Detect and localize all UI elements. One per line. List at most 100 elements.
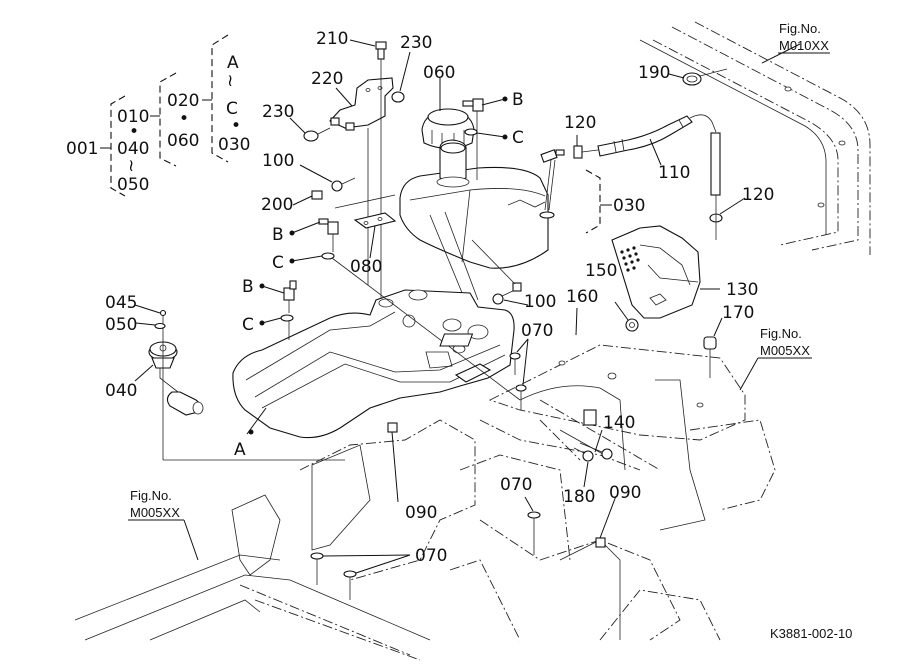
- vent-grille: [620, 246, 640, 272]
- reference-letters: B C B C B C A: [234, 90, 524, 460]
- tree-sep: •: [129, 122, 139, 142]
- ref-letter-c: C: [272, 253, 284, 273]
- tree-sep: •: [231, 116, 241, 136]
- callout-090[interactable]: 090: [405, 503, 437, 523]
- ref-letter-a: A: [234, 440, 246, 460]
- part-washer-c1[interactable]: [464, 128, 478, 136]
- part-fitting-b2[interactable]: [318, 218, 339, 252]
- tree-item-060: 060: [167, 131, 199, 151]
- callout-150[interactable]: 150: [585, 261, 617, 281]
- part-bracket-220[interactable]: [329, 77, 394, 131]
- part-fitting-b3[interactable]: [283, 280, 297, 313]
- callout-120[interactable]: 120: [742, 185, 774, 205]
- part-clamp-120b[interactable]: [709, 195, 723, 240]
- part-nut-150[interactable]: [625, 318, 639, 332]
- callout-220[interactable]: 220: [311, 69, 343, 89]
- callout-120[interactable]: 120: [564, 113, 596, 133]
- callout-045[interactable]: 045: [105, 293, 137, 313]
- callout-160[interactable]: 160: [566, 287, 598, 307]
- tree-bracket-1: [110, 95, 126, 197]
- ref-letter-c: C: [512, 128, 524, 148]
- part-clip-070[interactable]: [310, 352, 541, 600]
- figure-ref-m005xx-left[interactable]: Fig.No. M005XX: [130, 488, 180, 520]
- part-sender-040[interactable]: [148, 341, 204, 416]
- fig-ref-code[interactable]: M005XX: [760, 343, 810, 358]
- part-bolt-210[interactable]: [375, 41, 387, 330]
- callout-180[interactable]: 180: [563, 487, 595, 507]
- drawing-code: K3881-002-10: [770, 626, 852, 641]
- callout-070[interactable]: 070: [415, 546, 447, 566]
- part-fastener-170[interactable]: [703, 336, 717, 378]
- tree-root: 001: [66, 139, 98, 159]
- fig-ref-code[interactable]: M005XX: [130, 505, 180, 520]
- ref-letter-b: B: [512, 90, 524, 110]
- part-hose-110[interactable]: [597, 114, 717, 157]
- tree-item-020: 020: [167, 91, 199, 111]
- ref-letter-c: C: [242, 315, 254, 335]
- callout-100[interactable]: 100: [524, 292, 556, 312]
- part-cover-130[interactable]: [611, 225, 701, 319]
- block: [583, 409, 597, 426]
- tree-item-010: 010: [117, 107, 149, 127]
- part-nut-200[interactable]: [311, 190, 323, 200]
- callout-080[interactable]: 080: [350, 257, 382, 277]
- part-bracket-080[interactable]: [353, 212, 397, 229]
- part-clamp-230a[interactable]: [391, 91, 405, 103]
- part-gasket-050[interactable]: [154, 322, 166, 330]
- fig-ref-title: Fig.No.: [779, 21, 821, 36]
- part-upper-fuel-tank[interactable]: [399, 139, 549, 331]
- callout-060[interactable]: 060: [423, 63, 455, 83]
- fig-ref-code[interactable]: M010XX: [779, 38, 829, 53]
- fig-ref-title: Fig.No.: [760, 326, 802, 341]
- callout-230[interactable]: 230: [262, 102, 294, 122]
- part-pad-160[interactable]: [439, 333, 474, 347]
- callout-040[interactable]: 040: [105, 381, 137, 401]
- part-bolt-180[interactable]: [573, 447, 594, 462]
- figure-ref-m010xx[interactable]: Fig.No. M010XX: [778, 21, 830, 54]
- part-cap-060[interactable]: [421, 108, 475, 150]
- callout-230[interactable]: 230: [400, 33, 432, 53]
- chassis-side-frames: [231, 419, 721, 641]
- tree-item-030: 030: [218, 135, 250, 155]
- callout-100[interactable]: 100: [262, 151, 294, 171]
- tree-item-c: C: [226, 99, 238, 119]
- drain-cock-bracket: [585, 169, 601, 234]
- tree-sep: ≀: [128, 156, 134, 176]
- chassis-base-frame: [74, 554, 431, 661]
- callout-190[interactable]: 190: [638, 63, 670, 83]
- callout-140[interactable]: 140: [603, 413, 635, 433]
- callout-200[interactable]: 200: [261, 195, 293, 215]
- part-clip-090[interactable]: [387, 422, 606, 548]
- ref-letter-b: B: [272, 225, 284, 245]
- part-washer-c3[interactable]: [280, 314, 294, 322]
- part-breather-tube[interactable]: [710, 132, 721, 196]
- tree-bracket-3: [211, 34, 229, 163]
- callout-070[interactable]: 070: [500, 475, 532, 495]
- callout-050[interactable]: 050: [105, 315, 137, 335]
- callout-170[interactable]: 170: [722, 303, 754, 323]
- figure-ref-m005xx-right[interactable]: Fig.No. M005XX: [760, 326, 810, 358]
- part-clamp-120a[interactable]: [573, 145, 583, 159]
- ref-letter-b: B: [242, 277, 254, 297]
- callout-110[interactable]: 110: [658, 163, 690, 183]
- part-drain-cock-030[interactable]: [539, 149, 565, 219]
- tree-sep: ≀: [227, 71, 233, 91]
- callout-070[interactable]: 070: [521, 321, 553, 341]
- part-bolt-100b[interactable]: [471, 239, 522, 305]
- tree-item-050: 050: [117, 175, 149, 195]
- part-bolt-100a[interactable]: [331, 177, 356, 192]
- upper-frame: [639, 21, 871, 255]
- tree-bracket-2: [159, 72, 177, 167]
- tree-item-a: A: [227, 53, 239, 73]
- leader-lines: [134, 39, 746, 574]
- callout-210[interactable]: 210: [316, 29, 348, 49]
- part-clamp-190[interactable]: [682, 68, 728, 86]
- chassis-floor: [479, 344, 776, 531]
- callout-030[interactable]: 030: [613, 196, 645, 216]
- callout-130[interactable]: 130: [726, 280, 758, 300]
- part-bolt-140[interactable]: [579, 442, 613, 460]
- part-clamp-230b[interactable]: [303, 127, 331, 142]
- part-screw-045[interactable]: [159, 309, 167, 317]
- callout-090[interactable]: 090: [609, 483, 641, 503]
